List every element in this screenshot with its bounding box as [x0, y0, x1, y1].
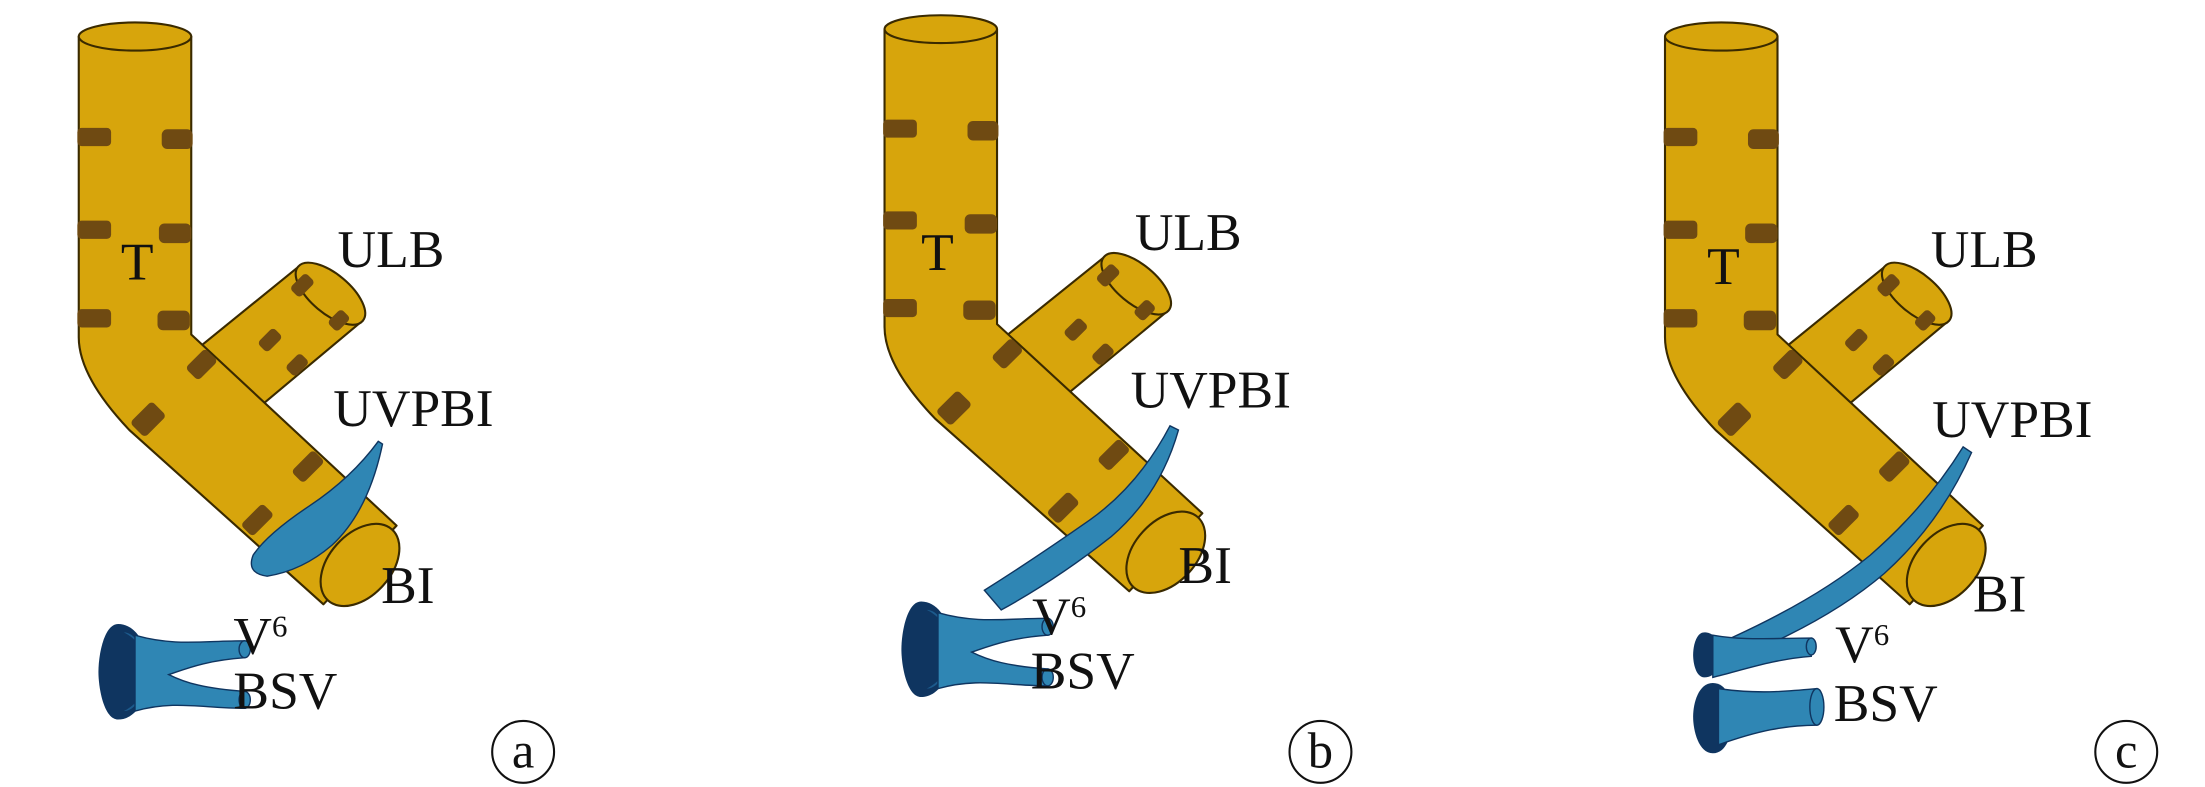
uvpbi-vessel-b	[983, 424, 1180, 611]
label-bsv: BSV	[1031, 641, 1135, 701]
label-trachea: T	[1707, 236, 1740, 296]
label-bi: BI	[1973, 563, 2026, 623]
label-v6: V6	[1032, 586, 1086, 646]
airway-tree-b	[882, 14, 1222, 609]
panel-b: T ULB UVPBI BI V6 BSV b	[882, 14, 1353, 784]
label-bsv: BSV	[1834, 673, 1938, 733]
bsv-stump-c	[1693, 683, 1825, 754]
panel-a: T ULB UVPBI BI V6 BSV a	[76, 21, 556, 784]
label-ulb: ULB	[1931, 219, 2038, 279]
label-trachea: T	[121, 232, 154, 292]
v6-stump-c	[1693, 632, 1817, 679]
label-trachea: T	[921, 222, 954, 282]
label-ulb: ULB	[337, 219, 444, 279]
vein-stump-a	[97, 623, 252, 721]
label-bi: BI	[381, 555, 434, 615]
label-ulb: ULB	[1135, 202, 1242, 262]
panel-c: T ULB UVPBI BI V6 BSV c	[1662, 21, 2159, 784]
label-v6: V6	[233, 606, 287, 666]
panel-letter-a: a	[512, 722, 534, 778]
panel-letter-c: c	[2115, 722, 2137, 778]
airway-tree-c	[1662, 21, 2003, 623]
airway-tree-a	[76, 21, 417, 623]
panel-letter-b: b	[1308, 722, 1333, 778]
label-uvpbi: UVPBI	[333, 378, 493, 438]
label-v6: V6	[1835, 614, 1889, 674]
panel-letter-circle-c	[2094, 719, 2159, 784]
label-uvpbi: UVPBI	[1131, 360, 1291, 420]
panel-letter-circle-a	[491, 719, 556, 784]
label-bsv: BSV	[233, 660, 337, 720]
label-uvpbi: UVPBI	[1932, 389, 2092, 449]
uvpbi-vessel-a	[250, 440, 384, 577]
label-bi: BI	[1178, 535, 1231, 595]
panel-letter-circle-b	[1288, 719, 1353, 784]
